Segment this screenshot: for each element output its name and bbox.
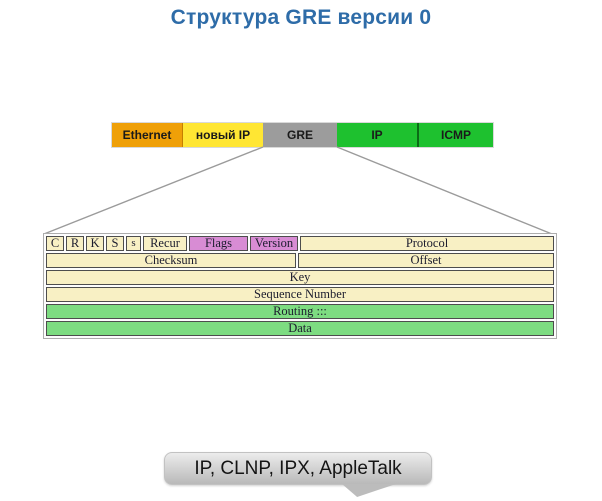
bit-s-upper: S [106, 236, 124, 251]
field-offset: Offset [298, 253, 554, 268]
field-key: Key [46, 270, 554, 285]
gre-structure-table: C R K S s Recur Flags Version Protocol C… [43, 233, 557, 339]
gre-row-routing: Routing ::: [46, 304, 554, 319]
bit-s-lower: s [126, 236, 141, 251]
band-block-icmp: ICMP [417, 123, 493, 147]
page-title: Структура GRE версии 0 [170, 6, 432, 29]
field-data: Data [46, 321, 554, 336]
band-block-gre: GRE [263, 123, 337, 147]
band-block-new-ip: новый IP [183, 123, 263, 147]
callout-tail [342, 484, 396, 497]
field-protocol: Protocol [300, 236, 554, 251]
bit-k: K [86, 236, 104, 251]
bit-c: C [46, 236, 64, 251]
field-flags: Flags [189, 236, 248, 251]
protocols-callout-text: IP, CLNP, IPX, AppleTalk [194, 457, 402, 479]
band-block-ip: IP [337, 123, 417, 147]
band-block-ethernet: Ethernet [112, 123, 183, 147]
gre-header-row: C R K S s Recur Flags Version Protocol [46, 236, 554, 251]
gre-row-checksum-offset: Checksum Offset [46, 253, 554, 268]
gre-row-key: Key [46, 270, 554, 285]
bit-r: R [66, 236, 84, 251]
field-routing: Routing ::: [46, 304, 554, 319]
field-version: Version [250, 236, 298, 251]
field-checksum: Checksum [46, 253, 296, 268]
protocols-callout: IP, CLNP, IPX, AppleTalk [164, 452, 432, 497]
packet-band: Ethernet новый IP GRE IP ICMP [111, 122, 494, 148]
gre-row-data: Data [46, 321, 554, 336]
field-sequence-number: Sequence Number [46, 287, 554, 302]
gre-row-sequence: Sequence Number [46, 287, 554, 302]
field-recur: Recur [143, 236, 187, 251]
